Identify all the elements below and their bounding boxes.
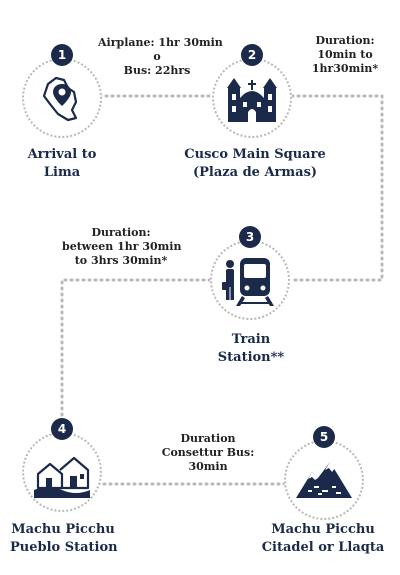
leg-3-duration-line-2: between 1hr 30min [62, 240, 182, 253]
stop-5-name-line-2: Citadel or Llaqta [261, 540, 385, 555]
stop-1-name: Arrival to Lima [16, 146, 108, 182]
leg-2-duration-line-3: 1hr30min* [311, 62, 379, 75]
cathedral-icon [227, 78, 277, 122]
leg-3-duration-line-3: to 3hrs 30min* [74, 254, 168, 267]
leg-3-duration: Duration: between 1hr 30min to 3hrs 30mi… [62, 226, 182, 268]
stop-1-name-line-1: Arrival to [27, 147, 97, 162]
leg-4-duration-line-1: Duration [180, 432, 236, 445]
leg-2-duration-line-2: 10min to [317, 48, 373, 61]
stop-3-number: 3 [239, 226, 261, 248]
stop-4-number: 4 [51, 418, 73, 440]
stop-2-name-line-2: (Plaza de Armas) [192, 165, 318, 180]
stop-1-name-line-2: Lima [43, 165, 81, 180]
leg-1-duration-line-1: Airplane: 1hr 30min [98, 36, 223, 49]
stop-2-name-line-1: Cusco Main Square [184, 147, 326, 162]
leg-4-duration-line-3: 30min [188, 460, 228, 473]
stop-5-name: Machu Picchu Citadel or Llaqta [256, 521, 390, 557]
leg-1-duration-line-2: o [153, 50, 161, 63]
stop-5: 5 [284, 426, 364, 520]
leg-3-duration-line-1: Duration: [91, 226, 151, 239]
leg-1-duration-line-3: Bus: 22hrs [123, 64, 191, 77]
stop-4-name: Machu Picchu Pueblo Station [10, 521, 118, 557]
leg-1-duration: Airplane: 1hr 30min o Bus: 22hrs [98, 36, 223, 78]
stop-2-name: Cusco Main Square (Plaza de Armas) [184, 146, 326, 182]
stop-4: 4 [22, 418, 102, 512]
stop-3-name-line-1: Train [231, 332, 271, 347]
mountain-icon [296, 462, 352, 498]
route-leg-2-3 [288, 94, 384, 282]
stop-4-name-line-2: Pueblo Station [10, 540, 118, 555]
stop-5-number: 5 [313, 426, 335, 448]
stop-2: 2 [212, 44, 292, 138]
route-leg-3-4 [60, 278, 212, 434]
peru-map-pin-icon [42, 76, 78, 122]
stop-1: 1 [22, 44, 102, 138]
stop-4-name-line-1: Machu Picchu [11, 522, 115, 537]
train-icon [222, 258, 274, 306]
stop-1-number: 1 [51, 44, 73, 66]
leg-2-duration: Duration: 10min to 1hr30min* [304, 34, 386, 76]
leg-4-duration: Duration Consettur Bus: 30min [160, 432, 256, 474]
leg-2-duration-line-1: Duration: [315, 34, 375, 47]
village-houses-icon [34, 456, 90, 498]
stop-3-name-line-2: Station** [217, 350, 285, 365]
stop-5-name-line-1: Machu Picchu [271, 522, 375, 537]
stop-3: 3 [210, 226, 290, 320]
stop-2-number: 2 [241, 44, 263, 66]
stop-3-name: Train Station** [206, 331, 296, 367]
leg-4-duration-line-2: Consettur Bus: [161, 446, 255, 459]
